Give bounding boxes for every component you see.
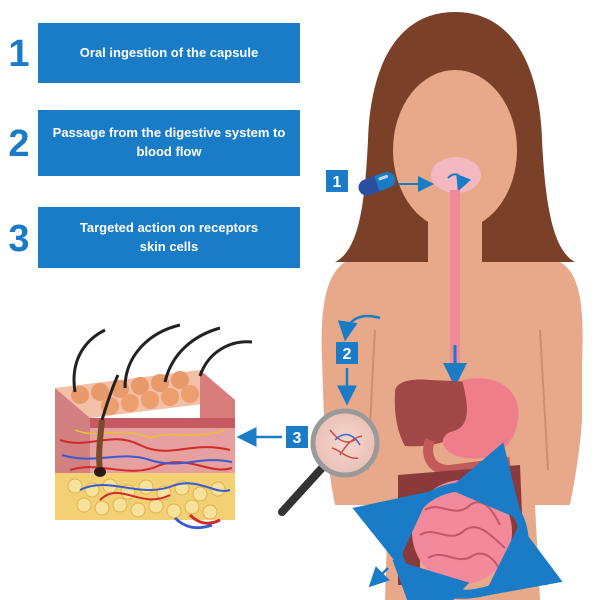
magnifier-handle [278,464,326,516]
step-2-box: Passage from the digestive system to blo… [38,110,300,176]
capsule-group: 1 [326,170,434,196]
badge-1-label: 1 [333,174,342,191]
step-2-marker: 2 [336,314,381,406]
step-1-box: Oral ingestion of the capsule [38,23,300,83]
hair-bulb [94,467,106,477]
step-1-number: 1 [8,33,30,75]
hair-follicle [96,419,105,471]
step-3: 3 Targeted action on receptors skin cell… [0,207,300,268]
right-arm-line [539,329,549,471]
step-3-text: Targeted action on receptors skin cells [79,219,259,254]
step-1: 1 Oral ingestion of the capsule [0,23,300,83]
blue-vessels [61,454,233,492]
step-3-number: 3 [8,218,30,260]
lens-vessels [329,429,363,459]
flow-arrow-right [483,509,563,597]
out-arrow-right [526,564,548,586]
stomach [442,378,519,459]
skin-cross-section [55,323,253,530]
badge-1-bg [326,170,348,192]
epidermis-band [90,418,235,428]
mouth-arrow [447,173,472,192]
exit-vessels [188,513,221,525]
badge-3-bg [286,426,308,448]
step-3-box: Targeted action on receptors skin cells [38,207,300,268]
badge-2-bg [336,342,358,364]
curve-arrow-2 [337,314,381,342]
digestive-tract [352,157,563,600]
hair-strand-1 [72,328,106,393]
step-1-text: Oral ingestion of the capsule [79,44,259,60]
hair-strand-3 [163,326,221,383]
badge-2-label: 2 [343,346,352,363]
magnifier: 3 [236,408,380,516]
exit-vessels-blue [173,516,213,530]
hair-strand-5 [100,374,120,421]
out-arrow-left [368,566,390,588]
step-2-text: Passage from the digestive system to blo… [52,125,286,159]
flow-arrow-bottom [392,559,492,600]
lens-vessels-blue [334,433,361,446]
step-2-number: 2 [8,123,30,165]
step-2: 2 Passage from the digestive system to b… [0,110,300,176]
flow-arrow-left [352,491,432,568]
magnifier-lens [310,408,380,478]
badge-3-label: 3 [293,430,302,447]
yellow-nerves [74,429,226,439]
red-vessels [59,438,233,501]
hair-strand-2 [123,323,181,389]
esophagus [450,190,460,385]
capsule-icon [358,171,396,196]
hair-strand-4 [198,340,253,377]
